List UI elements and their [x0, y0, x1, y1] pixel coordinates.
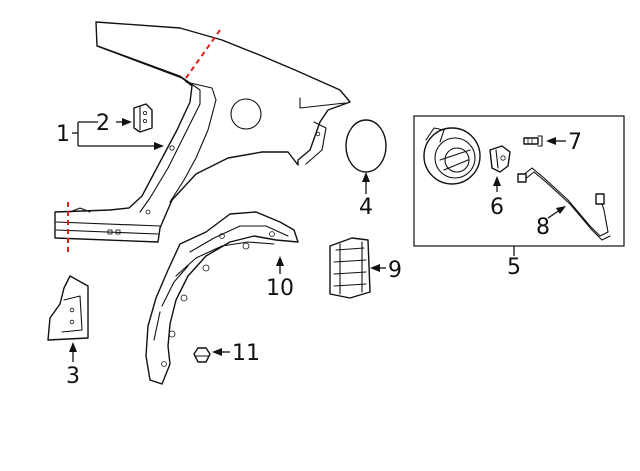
callout-7: 7	[568, 130, 582, 155]
callout-3: 3	[66, 364, 80, 389]
wheelhouse-liner[interactable]	[145, 211, 299, 385]
leader-9	[370, 264, 386, 272]
leader-4	[362, 172, 370, 194]
leader-1	[72, 121, 164, 150]
leader-6	[493, 176, 501, 192]
small-bracket[interactable]	[133, 103, 153, 133]
leader-11	[212, 348, 230, 356]
callout-11: 11	[232, 341, 260, 366]
release-cable[interactable]	[517, 167, 611, 241]
leader-10	[276, 256, 284, 274]
callout-2: 2	[96, 111, 110, 136]
callout-9: 9	[388, 258, 402, 283]
fuel-door[interactable]	[345, 119, 387, 173]
cut-line-upper	[185, 29, 221, 79]
quarter-panel[interactable]	[54, 21, 351, 243]
door-actuator[interactable]	[489, 145, 511, 173]
callout-6: 6	[490, 195, 504, 220]
callout-8: 8	[536, 215, 550, 240]
leader-2	[116, 118, 132, 126]
leader-8	[547, 206, 566, 219]
screw[interactable]	[523, 135, 543, 147]
fuel-door-assembly-box	[413, 115, 625, 247]
pressure-vent[interactable]	[329, 237, 371, 299]
retainer-clip[interactable]	[193, 347, 211, 363]
leader-7	[546, 137, 566, 145]
callout-10: 10	[266, 276, 294, 301]
leader-3	[69, 342, 77, 362]
fuel-door-housing[interactable]	[423, 127, 481, 185]
callout-1: 1	[56, 122, 70, 147]
callout-5: 5	[507, 255, 521, 280]
callout-4: 4	[359, 195, 373, 220]
extension-bracket[interactable]	[47, 275, 89, 341]
